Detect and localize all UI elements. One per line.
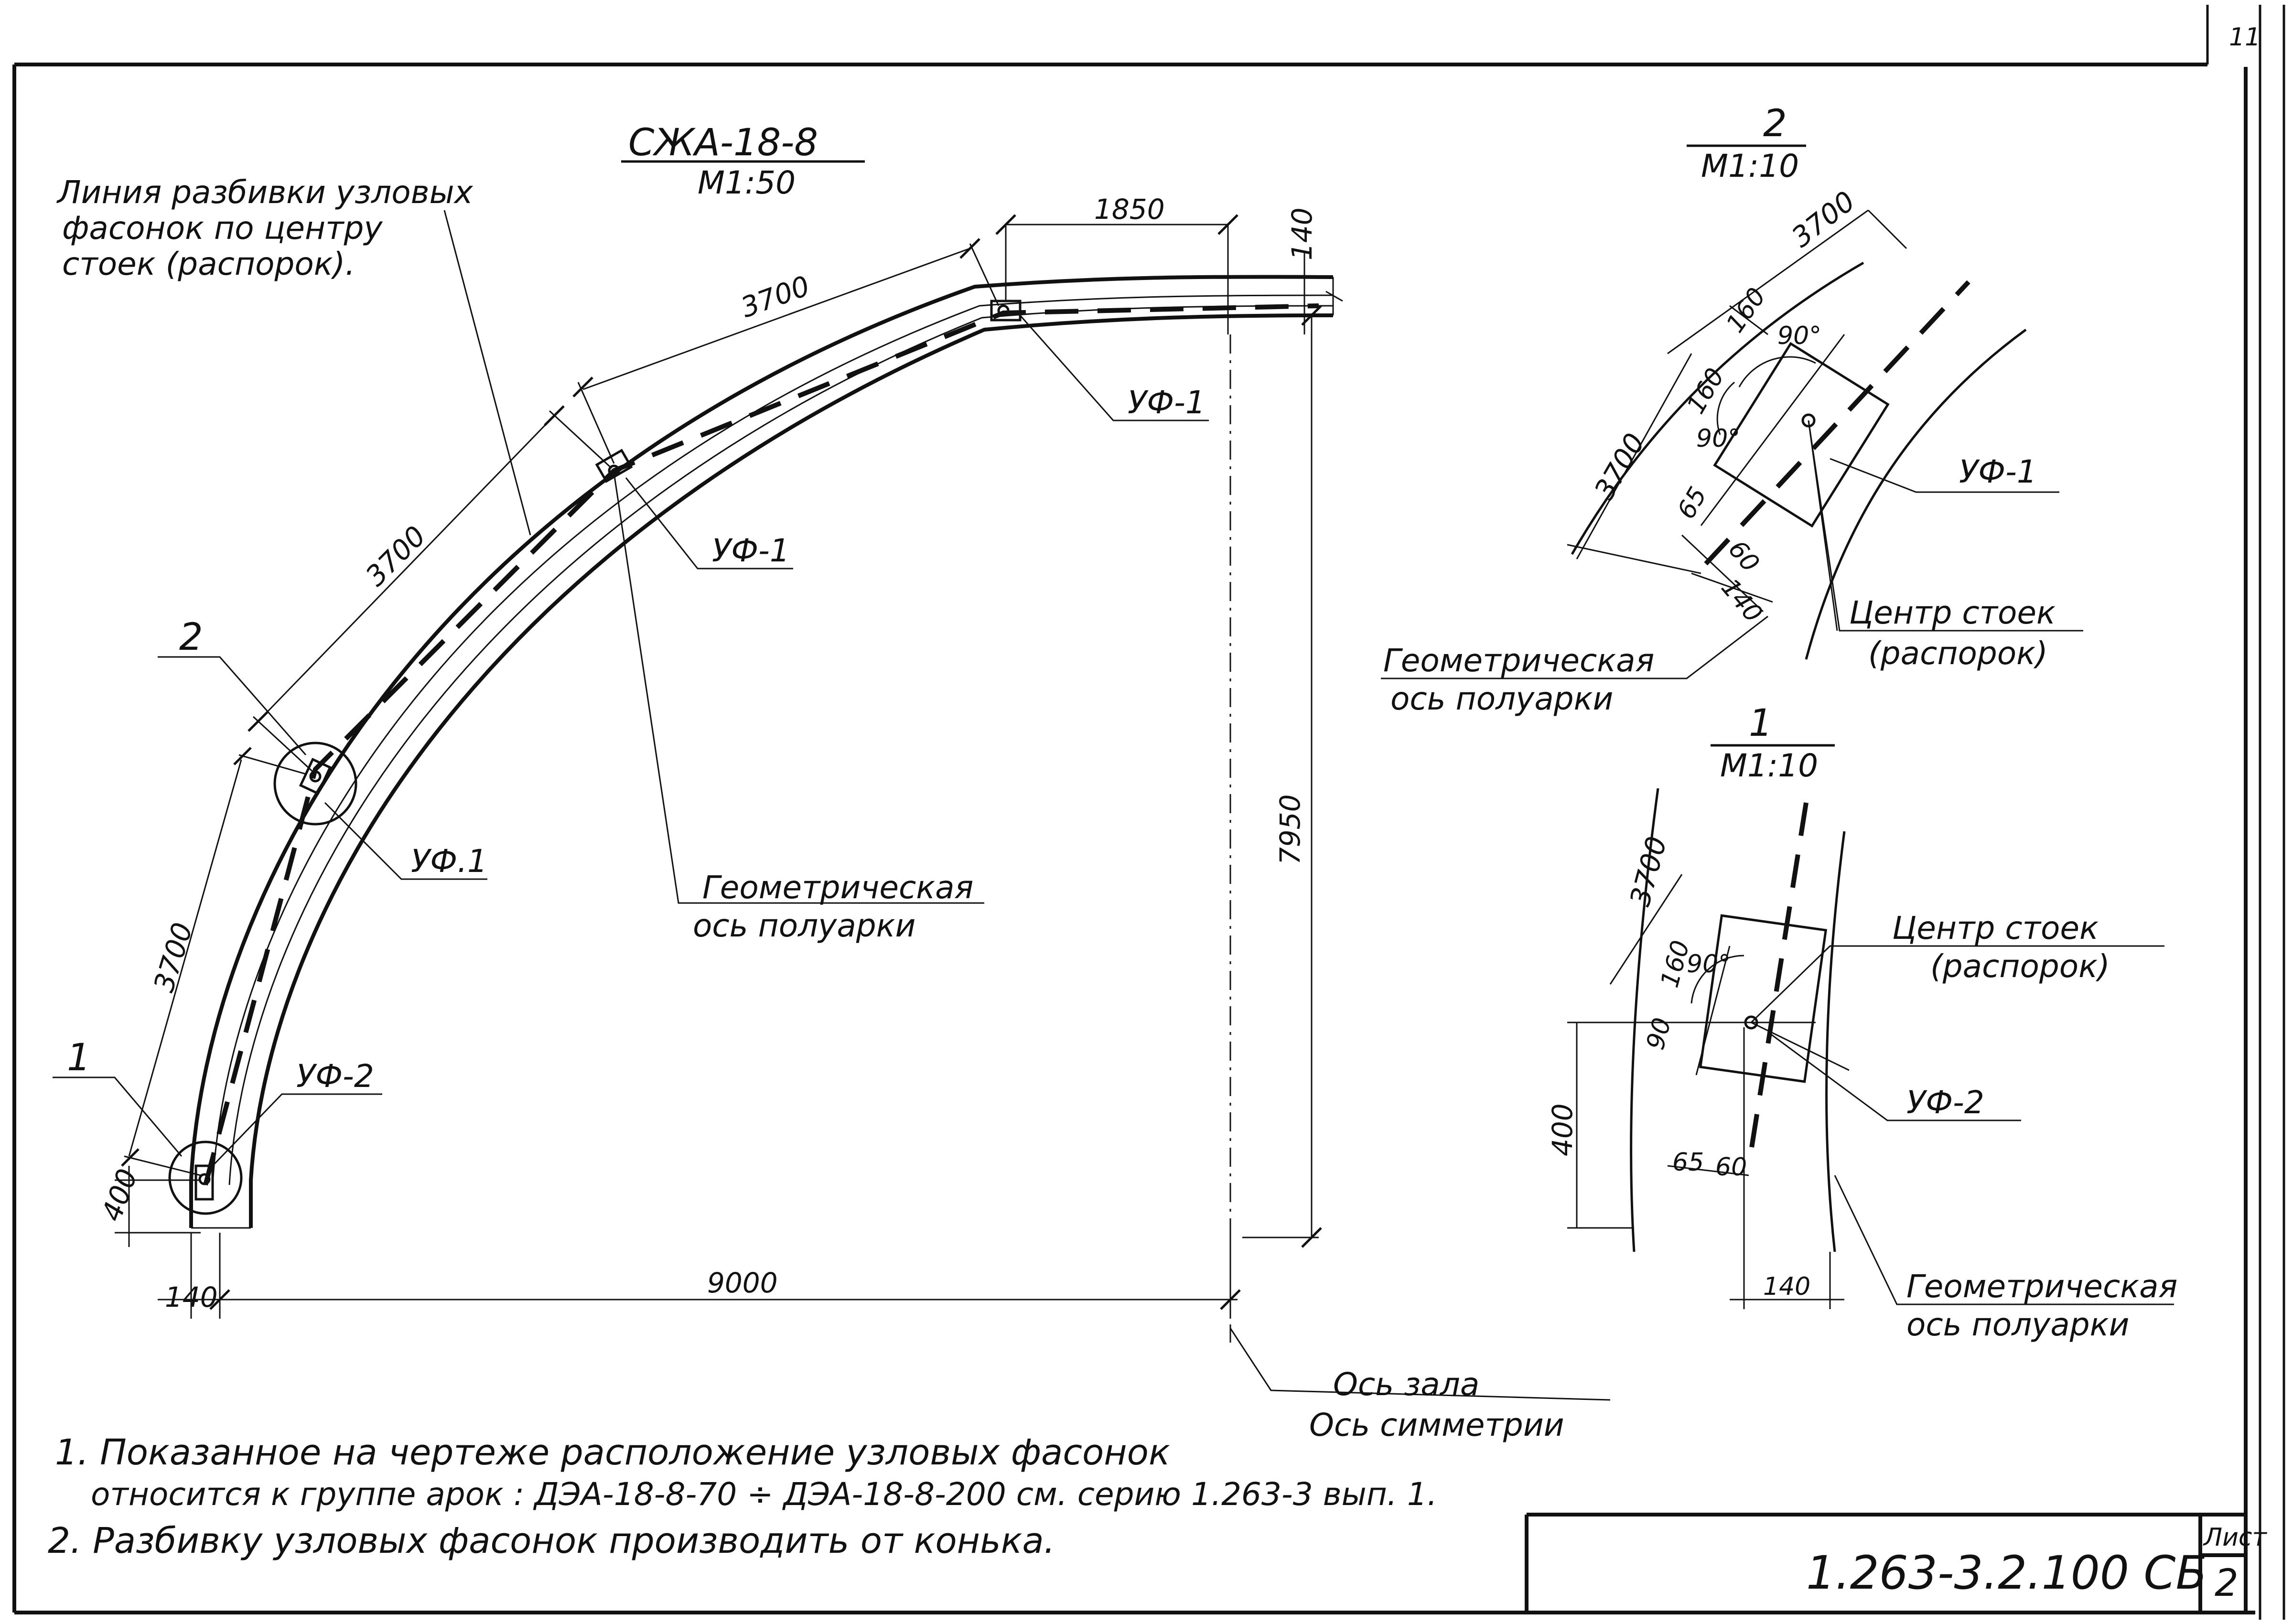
- arch-geometric-axis: [203, 303, 1319, 1186]
- setout-line-label-3: стоек (распорок).: [62, 246, 355, 282]
- detail1-dim-90: 90: [1641, 1015, 1677, 1053]
- main-title: СЖА-18-8: [628, 121, 818, 164]
- label-uf2: УФ-2: [296, 1058, 374, 1095]
- detail1-number: 1: [1749, 702, 1773, 745]
- callout-circle-2: [273, 742, 357, 826]
- detail2-geo-axis-1: Геометрическая: [1383, 642, 1654, 679]
- detail-2: 2 М1:10 3700 3700 160 160 90° 90° 65 60 …: [1381, 102, 2083, 717]
- detail1-uf-label: УФ-2: [1906, 1084, 1984, 1121]
- geo-axis-label-2: ось полуарки: [693, 907, 915, 944]
- callout-2-number: 2: [179, 616, 203, 659]
- dim-3700-lower: 3700: [147, 919, 199, 996]
- hall-axis-label-2: Ось симметрии: [1309, 1407, 1564, 1443]
- detail1-center-2: (распорок): [1930, 948, 2110, 985]
- dim-right-140: 140: [1286, 207, 1318, 260]
- callout-circle-1: [168, 1140, 243, 1215]
- dim-1850: 1850: [1094, 193, 1165, 226]
- label-uf1-low: УФ.1: [411, 843, 487, 880]
- setout-line-label-2: фасонок по центру: [62, 210, 383, 247]
- detail2-scale: М1:10: [1701, 148, 1799, 184]
- detail1-geo-axis-1: Геометрическая: [1906, 1268, 2177, 1305]
- geo-axis-label-1: Геометрическая: [702, 869, 973, 906]
- detail1-scale: М1:10: [1720, 747, 1818, 784]
- setout-line-label-1: Линия разбивки узловых: [56, 174, 474, 211]
- sheet-number: 2: [2215, 1562, 2239, 1605]
- sheet-frame: [12, 5, 2285, 1620]
- main-scale: М1:50: [698, 164, 796, 201]
- hall-axis-label-1: Ось зала: [1333, 1366, 1479, 1403]
- detail1-dim-140: 140: [1763, 1272, 1810, 1301]
- detail2-plate: [1713, 342, 1890, 528]
- label-uf1-top: УФ-1: [1128, 384, 1206, 421]
- detail-1: 1 М1:10 3700 160 90° 90 400 65 60 140 Це…: [1546, 702, 2177, 1343]
- arch-outer-edge: [189, 275, 1334, 1228]
- node-plate-uf2: [194, 1164, 214, 1201]
- callout-1-number: 1: [67, 1036, 91, 1079]
- main-view: СЖА-18-8 М1:50 Ось зала Ось симметрии: [53, 121, 1611, 1443]
- detail2-uf-label: УФ-1: [1959, 453, 2037, 490]
- title-block: 1.263-3.2.100 СБ Лист 2: [1525, 1513, 2267, 1613]
- arch-inner-edge: [249, 313, 1334, 1228]
- detail1-plate: [1699, 914, 1828, 1083]
- detail2-number: 2: [1763, 102, 1787, 145]
- detail2-dim-140: 140: [1715, 573, 1768, 628]
- detail2-dim-160-b: 160: [1681, 364, 1730, 419]
- note-2: 2. Разбивку узловых фасонок производить …: [48, 1520, 1055, 1561]
- dim-3700-upper: 3700: [737, 269, 814, 324]
- detail1-angle-90: 90°: [1687, 950, 1731, 979]
- sheet-label: Лист: [2203, 1523, 2267, 1552]
- detail1-dim-65: 65: [1672, 1148, 1704, 1177]
- note-1-line-2: относится к группе арок : ДЭА-18-8-70 ÷ …: [91, 1476, 1437, 1513]
- dim-400: 400: [95, 1164, 144, 1225]
- notes: 1. Показанное на чертеже расположение уз…: [48, 1432, 1437, 1561]
- detail1-geo-axis-2: ось полуарки: [1906, 1306, 2129, 1343]
- dim-3700-middle: 3700: [359, 519, 432, 592]
- note-1-line-1: 1. Показанное на чертеже расположение уз…: [55, 1432, 1170, 1473]
- detail2-dim-3700-left: 3700: [1588, 428, 1651, 505]
- dim-7950: 7950: [1274, 794, 1306, 865]
- node-plate-uf1-low: [299, 758, 332, 795]
- detail2-geo-axis-2: ось полуарки: [1390, 680, 1613, 717]
- detail1-dim-60: 60: [1715, 1153, 1747, 1182]
- detail2-dim-3700-top: 3700: [1786, 185, 1861, 254]
- detail1-center-1: Центр стоек: [1892, 910, 2099, 946]
- drawing-code: 1.263-3.2.100 СБ: [1806, 1546, 2207, 1600]
- detail2-center-1: Центр стоек: [1849, 594, 2056, 631]
- dim-left-140: 140: [165, 1281, 218, 1313]
- detail2-angle-90-a: 90°: [1777, 322, 1821, 350]
- dim-9000: 9000: [707, 1267, 778, 1299]
- detail2-center-2: (распорок): [1868, 635, 2048, 672]
- detail1-dim-400: 400: [1546, 1103, 1579, 1156]
- label-uf1-mid: УФ-1: [712, 532, 790, 569]
- corner-mark: 11: [2229, 23, 2261, 52]
